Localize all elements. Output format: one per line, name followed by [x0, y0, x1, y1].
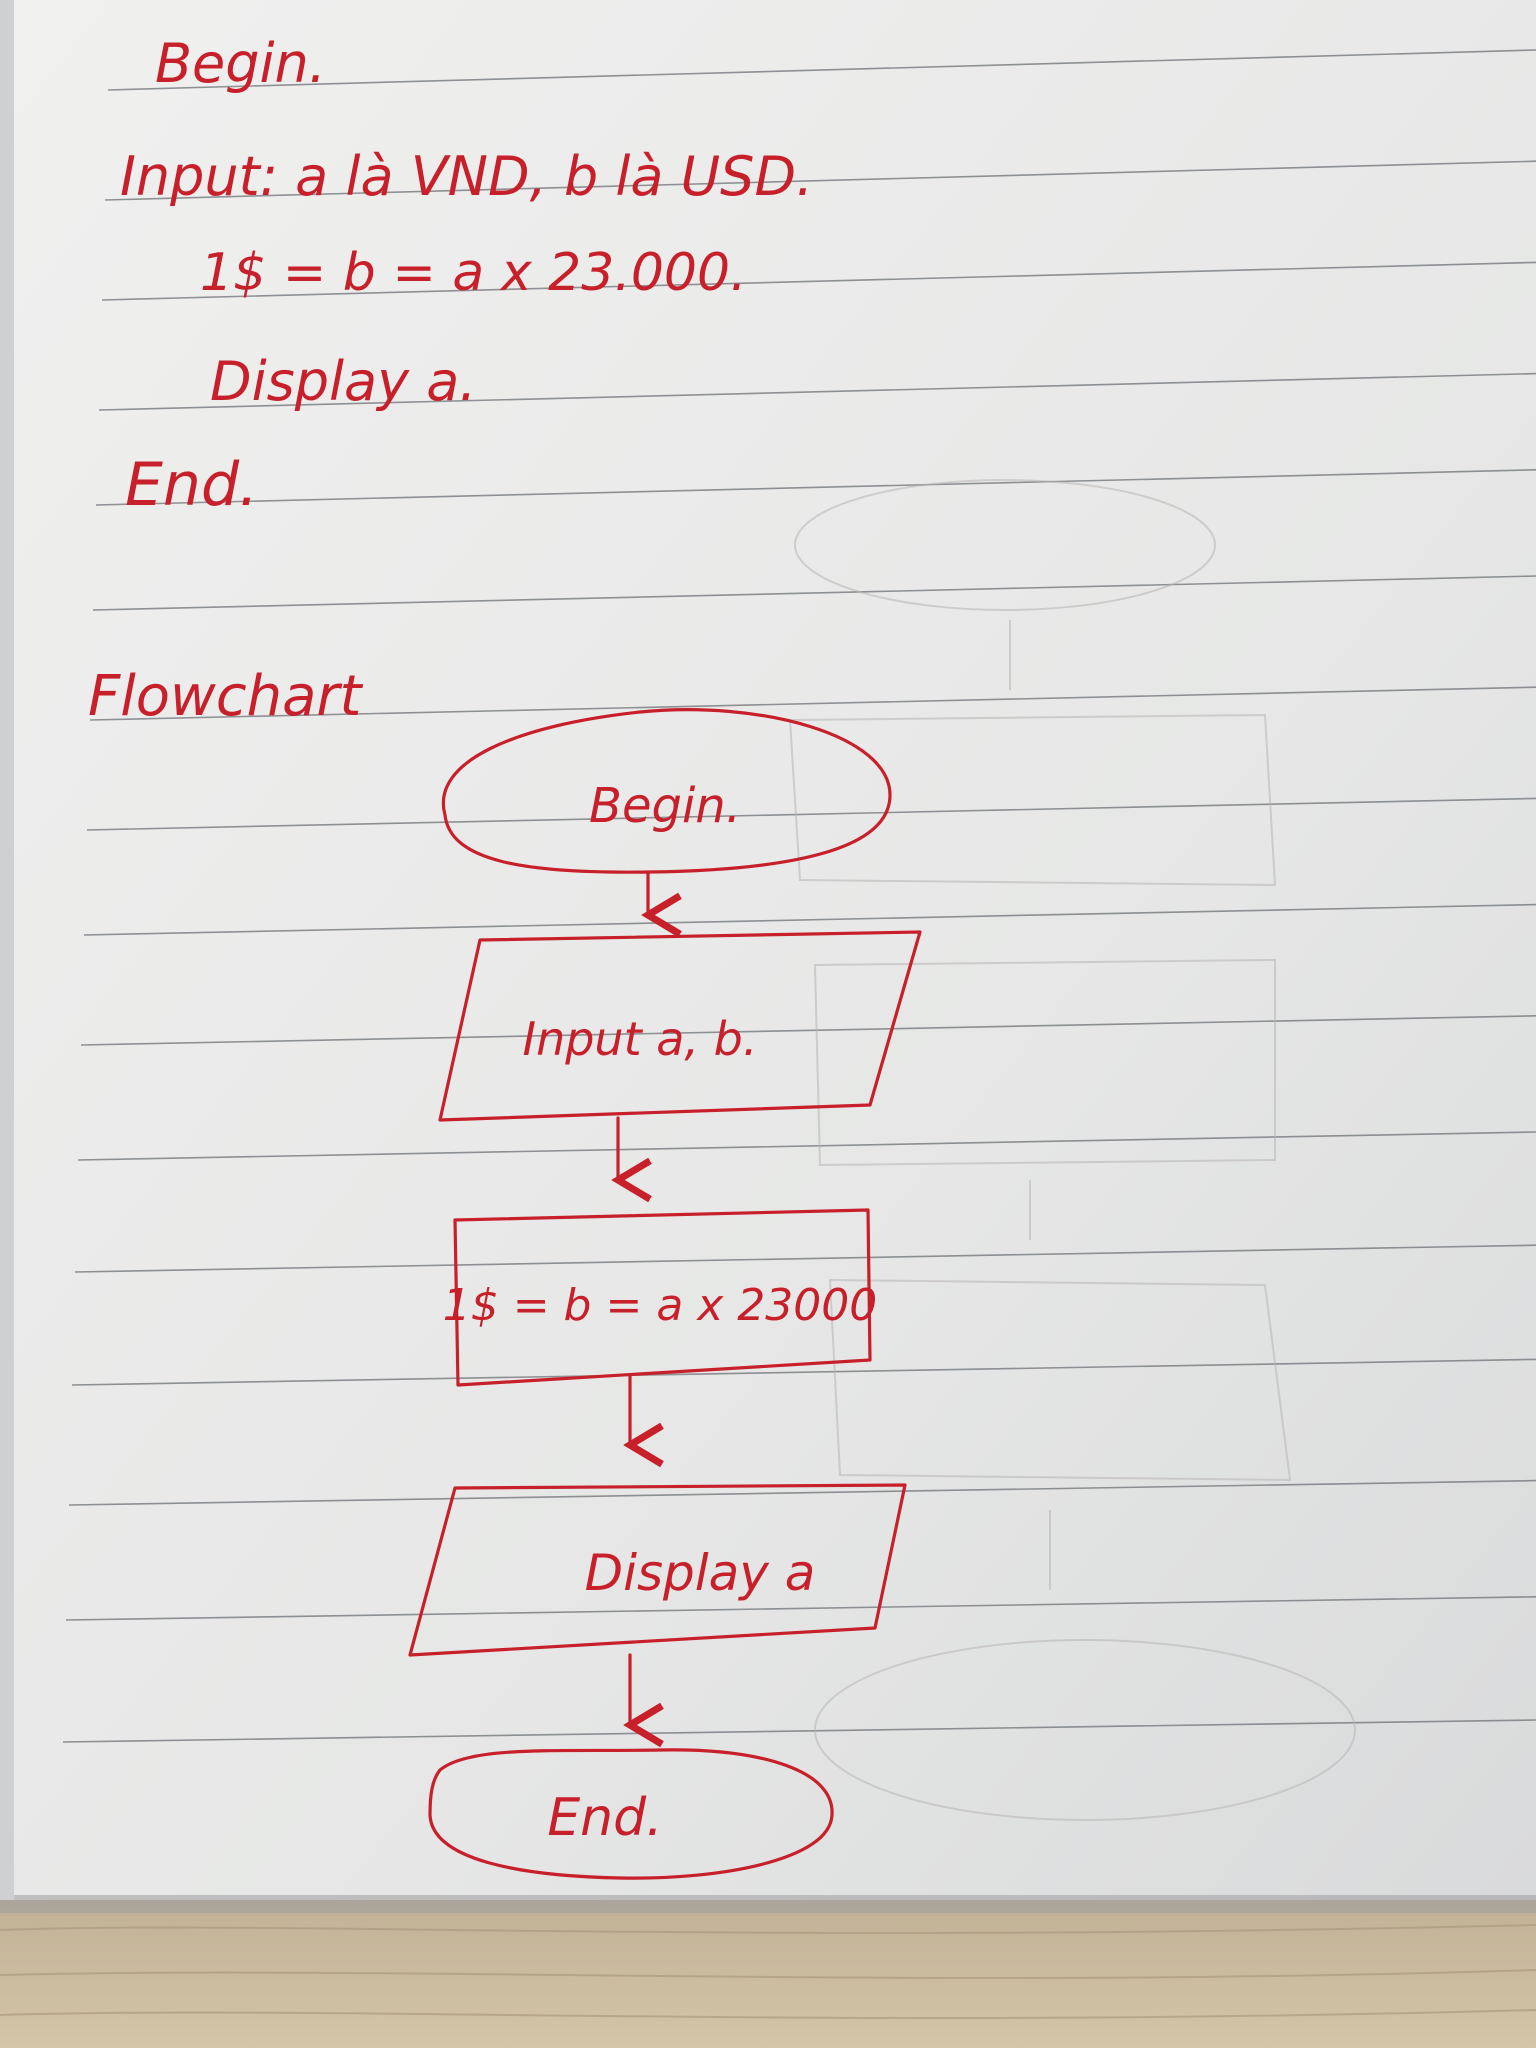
notebook-page — [0, 0, 1536, 1900]
flow-begin-label: Begin. — [589, 778, 741, 834]
bleed-through-ghost — [788, 479, 1356, 1821]
flow-end-oval — [428, 1748, 834, 1880]
flow-process-rectangle — [453, 1208, 872, 1387]
ruled-line — [101, 261, 1536, 301]
ruled-line — [80, 1015, 1536, 1046]
algo-begin: Begin. — [155, 32, 326, 95]
ruled-lines — [62, 49, 1536, 1743]
flow-input-parallelogram — [438, 930, 922, 1122]
flow-input-label: Input a, b. — [523, 1012, 758, 1066]
algo-display: Display a. — [210, 350, 476, 413]
ruled-line — [62, 1719, 1536, 1743]
ruled-line — [77, 1131, 1536, 1161]
algorithm-section: Begin. Input: a là VND, b là USD. 1$ = b… — [120, 32, 813, 520]
ruled-line — [98, 372, 1536, 411]
ruled-line — [107, 49, 1536, 91]
ruled-line — [104, 160, 1536, 201]
spine-shadow — [0, 0, 14, 1900]
algo-formula: 1$ = b = a x 23.000. — [200, 243, 747, 303]
algo-end: End. — [125, 450, 258, 520]
ruled-line — [92, 575, 1536, 611]
algo-input: Input: a là VND, b là USD. — [120, 145, 813, 208]
ruled-line — [68, 1479, 1536, 1506]
flow-display-parallelogram — [408, 1483, 907, 1657]
ruled-line — [83, 903, 1536, 936]
flow-begin-oval — [441, 708, 892, 874]
page-edge-shadow — [0, 1895, 1536, 1913]
ruled-line — [89, 686, 1536, 721]
flow-display-label: Display a — [585, 1544, 816, 1602]
ruled-line — [95, 469, 1536, 506]
flowchart-heading: Flowchart — [88, 664, 363, 729]
flowchart — [408, 708, 922, 1880]
ruled-line — [86, 797, 1536, 831]
ruled-line — [74, 1244, 1536, 1273]
wood-grain — [0, 1924, 1536, 2020]
flowchart-labels: Begin. Input a, b. 1$ = b = a x 23000 Di… — [443, 778, 878, 1848]
flow-end-label: End. — [547, 1788, 662, 1848]
ruled-line — [65, 1596, 1536, 1621]
flow-process-label: 1$ = b = a x 23000 — [443, 1280, 878, 1331]
ruled-line — [71, 1358, 1536, 1386]
